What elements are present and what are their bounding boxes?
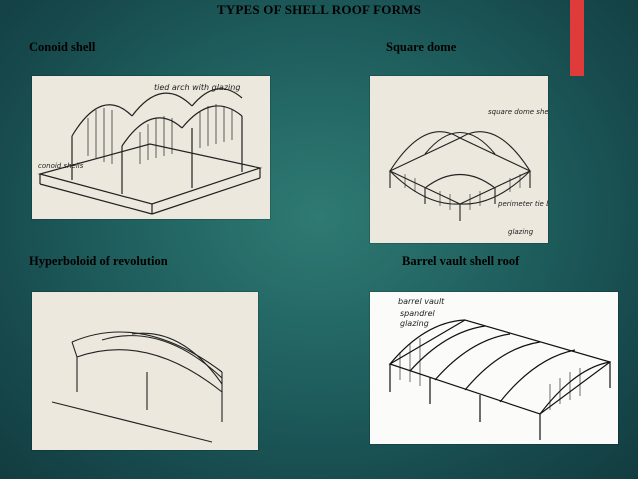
label-conoid-shell: Conoid shell bbox=[29, 40, 96, 54]
label-barrel-vault: Barrel vault shell roof bbox=[402, 254, 520, 268]
barrel-vault-sketch: barrel vault spandrel glazing bbox=[388, 297, 612, 440]
conoid-annotation-top: tied arch with glazing bbox=[154, 83, 240, 92]
square-dome-drawing: square dome shells perimeter tie beam gl… bbox=[370, 76, 548, 243]
label-square-dome: Square dome bbox=[386, 40, 457, 54]
dome-annotation-mid: perimeter tie beam bbox=[497, 200, 548, 208]
barrel-vault-drawing: barrel vault spandrel glazing bbox=[370, 292, 618, 444]
accent-bar bbox=[570, 0, 584, 76]
label-hyperboloid: Hyperboloid of revolution bbox=[29, 254, 168, 268]
square-dome-sketch: square dome shells perimeter tie beam gl… bbox=[388, 108, 548, 236]
dome-annotation-top: square dome shells bbox=[488, 108, 548, 116]
barrel-annotation-bottom: glazing bbox=[400, 319, 429, 328]
dome-annotation-bottom: glazing bbox=[508, 228, 534, 236]
hyperboloid-sketch bbox=[51, 331, 223, 443]
hyperboloid-drawing bbox=[32, 292, 258, 450]
barrel-annotation-mid: spandrel bbox=[400, 309, 436, 318]
slide-title: TYPES OF SHELL ROOF FORMS bbox=[216, 2, 422, 17]
conoid-sketch: tied arch with glazing conoid shells bbox=[37, 83, 263, 215]
conoid-annotation-side: conoid shells bbox=[38, 162, 84, 170]
barrel-annotation-top: barrel vault bbox=[398, 297, 445, 306]
conoid-shell-drawing: tied arch with glazing conoid shells bbox=[32, 76, 270, 219]
